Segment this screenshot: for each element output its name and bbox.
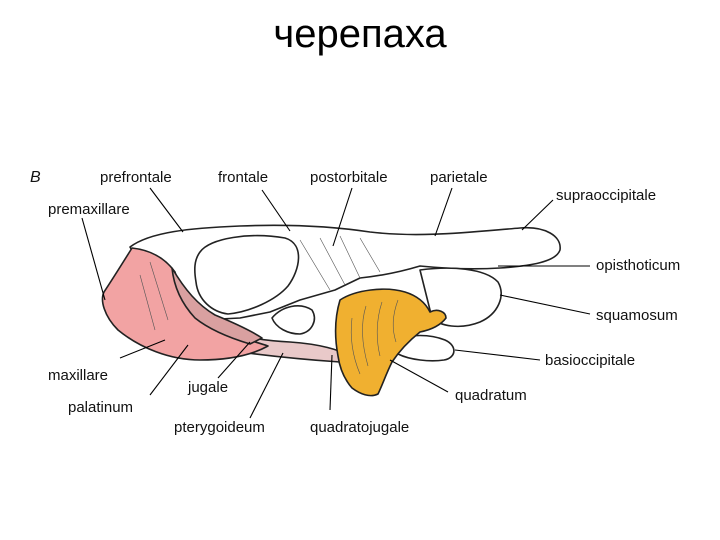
leader-pterygoideum [249, 352, 284, 419]
label-maxillare: maxillare [48, 367, 108, 384]
label-prefrontale: prefrontale [100, 169, 172, 186]
leader-parietale [434, 187, 453, 237]
postorbital-bar-bone [271, 305, 316, 335]
leader-palatinum [149, 344, 189, 396]
leader-basioccipitale [454, 349, 541, 361]
leader-maxillare [119, 339, 166, 359]
leader-lines [81, 187, 591, 419]
label-basioccipitale: basioccipitale [545, 352, 635, 369]
panel-letter: B [30, 169, 41, 186]
label-supraoccipitale: supraoccipitale [556, 187, 656, 204]
label-parietale: parietale [430, 169, 488, 186]
jugale-bone [171, 267, 263, 345]
leader-quadratojugale [329, 354, 333, 411]
leader-quadratum [389, 359, 449, 393]
labels: B prefrontale frontale postorbitale pari… [30, 169, 680, 436]
leader-prefrontale [149, 187, 184, 233]
label-quadratojugale: quadratojugale [310, 419, 409, 436]
leader-squamosum [499, 294, 591, 315]
label-opisthoticum: opisthoticum [596, 257, 680, 274]
label-pterygoideum: pterygoideum [174, 419, 265, 436]
label-jugale: jugale [187, 379, 228, 396]
label-squamosum: squamosum [596, 307, 678, 324]
leader-frontale [261, 189, 291, 232]
leader-postorbitale [332, 187, 353, 247]
leader-jugale [217, 341, 251, 379]
orbit-opening [194, 234, 300, 315]
skull-drawing [101, 224, 561, 397]
label-frontale: frontale [218, 169, 268, 186]
label-palatinum: palatinum [68, 399, 133, 416]
leader-premaxillare [81, 217, 106, 301]
label-quadratum: quadratum [455, 387, 527, 404]
label-postorbitale: postorbitale [310, 169, 388, 186]
quadratum-bone [334, 288, 447, 397]
slide-title: черепаха [273, 12, 447, 56]
leader-supraoccipitale [521, 199, 554, 231]
label-premaxillare: premaxillare [48, 201, 130, 218]
